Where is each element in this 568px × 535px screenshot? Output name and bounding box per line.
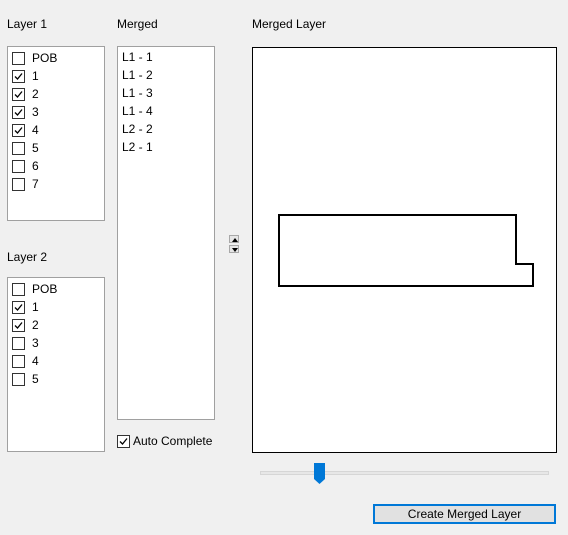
layer2-item[interactable]: POB [12, 280, 57, 298]
layer1-item[interactable]: 6 [12, 157, 39, 175]
checkbox-icon[interactable] [12, 141, 25, 155]
layer2-item[interactable]: 3 [12, 334, 39, 352]
move-up-button[interactable] [229, 235, 239, 243]
layer1-item[interactable]: POB [12, 49, 57, 67]
merged-list-item[interactable]: L1 - 2 [122, 68, 153, 82]
layer1-item[interactable]: 2 [12, 85, 39, 103]
checkbox-icon[interactable] [12, 69, 25, 83]
layer2-item-label: 4 [32, 354, 39, 368]
layer1-item-label: 7 [32, 177, 39, 191]
layer2-item[interactable]: 4 [12, 352, 39, 370]
layer1-title: Layer 1 [7, 17, 48, 31]
merged-list-item[interactable]: L2 - 1 [122, 140, 153, 154]
checkmark-icon [14, 321, 23, 329]
layer1-item-label: 3 [32, 105, 39, 119]
checkmark-icon [119, 437, 128, 445]
merged-list-item[interactable]: L1 - 3 [122, 86, 153, 100]
zoom-slider-thumb[interactable] [314, 463, 325, 488]
checkbox-icon[interactable] [12, 282, 25, 296]
layer2-item-label: 2 [32, 318, 39, 332]
checkbox-icon[interactable] [12, 123, 25, 137]
merged-listbox[interactable]: L1 - 1 L1 - 2 L1 - 3 L1 - 4 L2 - 2 L2 - 1 [117, 46, 215, 420]
layer1-item-label: 5 [32, 141, 39, 155]
checkmark-icon [14, 108, 23, 116]
layer2-title: Layer 2 [7, 250, 48, 264]
slider-thumb-icon [314, 463, 325, 484]
checkbox-icon[interactable] [12, 51, 25, 65]
checkbox-icon[interactable] [117, 434, 130, 448]
layer1-item-label: 1 [32, 69, 39, 83]
layer1-listbox[interactable]: POB 1 2 3 4 5 6 7 [7, 46, 105, 221]
layer2-item-label: 1 [32, 300, 39, 314]
layer1-item[interactable]: 7 [12, 175, 39, 193]
triangle-up-icon [232, 238, 238, 242]
zoom-slider-track[interactable] [260, 471, 549, 475]
layer2-item-label: 3 [32, 336, 39, 350]
checkbox-icon[interactable] [12, 300, 25, 314]
layer1-item[interactable]: 5 [12, 139, 39, 157]
layer2-item[interactable]: 5 [12, 370, 39, 388]
checkbox-icon[interactable] [12, 318, 25, 332]
layer1-item-label: 6 [32, 159, 39, 173]
checkmark-icon [14, 90, 23, 98]
merged-list-item[interactable]: L2 - 2 [122, 122, 153, 136]
layer2-item[interactable]: 1 [12, 298, 39, 316]
checkmark-icon [14, 303, 23, 311]
checkmark-icon [14, 72, 23, 80]
layer2-item-label: POB [32, 282, 58, 296]
checkmark-icon [14, 126, 23, 134]
create-merged-layer-button[interactable]: Create Merged Layer [373, 504, 556, 524]
merged-list-item[interactable]: L1 - 1 [122, 50, 153, 64]
layer2-listbox[interactable]: POB 1 2 3 4 5 [7, 277, 105, 452]
checkbox-icon[interactable] [12, 159, 25, 173]
triangle-down-icon [232, 248, 238, 252]
layer1-item[interactable]: 1 [12, 67, 39, 85]
checkbox-icon[interactable] [12, 87, 25, 101]
layer1-item-label: 2 [32, 87, 39, 101]
checkbox-icon[interactable] [12, 177, 25, 191]
checkbox-icon[interactable] [12, 105, 25, 119]
layer2-item[interactable]: 2 [12, 316, 39, 334]
layer1-item[interactable]: 3 [12, 103, 39, 121]
layer2-item-label: 5 [32, 372, 39, 386]
merged-layer-title: Merged Layer [252, 17, 327, 31]
checkbox-icon[interactable] [12, 336, 25, 350]
layer1-item-label: 4 [32, 123, 39, 137]
checkbox-icon[interactable] [12, 354, 25, 368]
create-merged-layer-label: Create Merged Layer [407, 507, 522, 521]
checkbox-icon[interactable] [12, 372, 25, 386]
merged-title: Merged [117, 17, 158, 31]
layer1-item[interactable]: 4 [12, 121, 39, 139]
auto-complete-label: Auto Complete [133, 434, 213, 448]
merged-list-item[interactable]: L1 - 4 [122, 104, 153, 118]
layer1-item-label: POB [32, 51, 58, 65]
merged-layer-canvas [252, 47, 557, 453]
move-down-button[interactable] [229, 245, 239, 253]
auto-complete-checkbox[interactable]: Auto Complete [117, 433, 212, 449]
merged-shape [278, 214, 534, 287]
